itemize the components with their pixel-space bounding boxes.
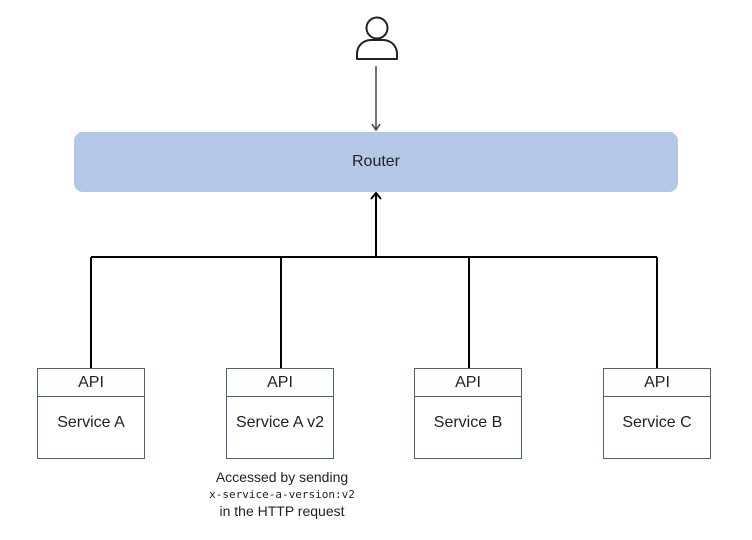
user-icon: [356, 16, 398, 60]
service-a-v2-access-note: Accessed by sending x-service-a-version:…: [168, 469, 396, 520]
service-name: Service A: [57, 414, 125, 431]
api-label: API: [415, 369, 521, 397]
service-box-service-a: API Service A: [37, 368, 145, 459]
service-box-service-b: API Service B: [414, 368, 522, 459]
api-label: API: [38, 369, 144, 397]
service-name: Service C: [622, 414, 692, 431]
api-label: API: [604, 369, 710, 397]
header-code: x-service-a-version:v2: [209, 488, 355, 501]
note-line-3: in the HTTP request: [219, 503, 345, 519]
service-box-service-c: API Service C: [603, 368, 711, 459]
service-name: Service A v2: [235, 414, 325, 431]
service-name: Service B: [433, 414, 503, 431]
note-line-1: Accessed by sending: [215, 469, 349, 485]
service-box-service-a-v2: API Service A v2: [226, 368, 334, 459]
router-box: Router: [74, 132, 678, 192]
router-label: Router: [351, 153, 401, 170]
api-label: API: [227, 369, 333, 397]
